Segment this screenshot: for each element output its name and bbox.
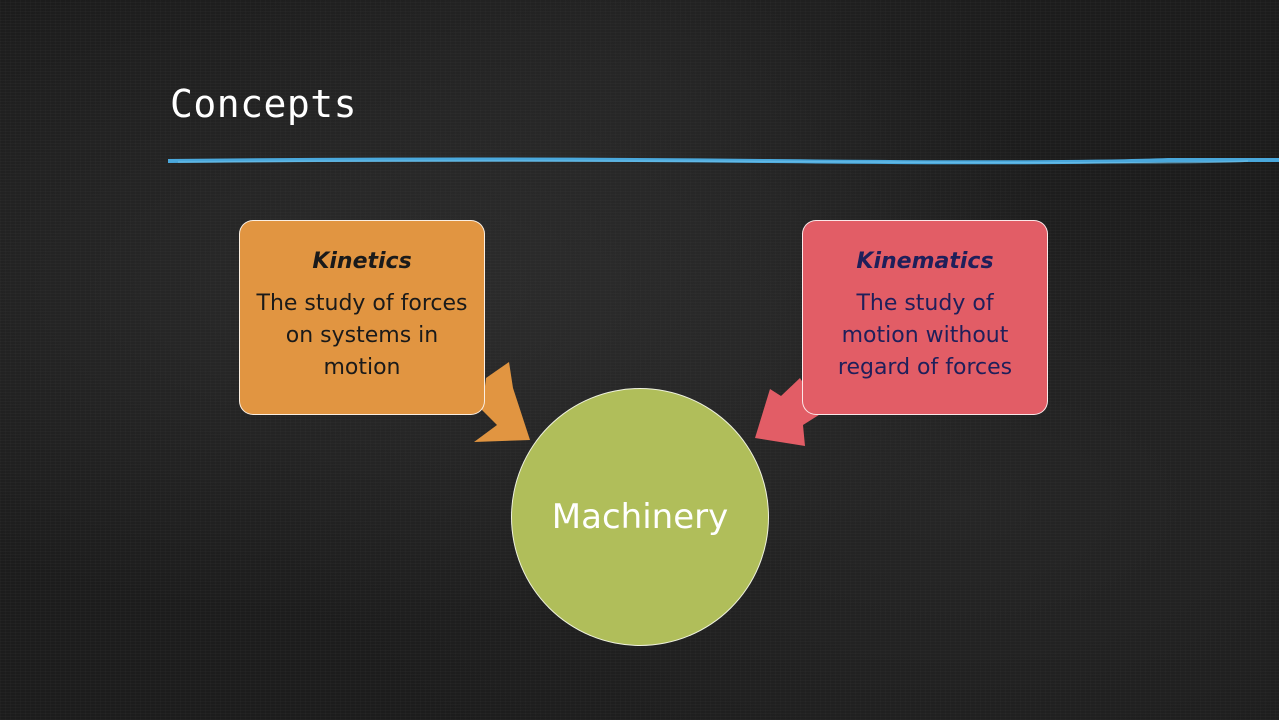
kinetics-description: The study of forces on systems in motion bbox=[256, 291, 468, 380]
title-underline bbox=[168, 157, 1279, 165]
kinetics-title: Kinetics bbox=[312, 249, 412, 274]
machinery-label: Machinery bbox=[551, 497, 729, 537]
arrow-kinetics-to-machinery bbox=[474, 362, 530, 442]
kinematics-title: Kinematics bbox=[856, 249, 994, 274]
kinematics-description: The study of motion without regard of fo… bbox=[837, 291, 1013, 380]
machinery-circle: Machinery bbox=[511, 388, 769, 646]
slide-title: Concepts bbox=[170, 82, 358, 126]
kinematics-box: Kinematics The study of motion without r… bbox=[802, 220, 1048, 415]
kinetics-box: Kinetics The study of forces on systems … bbox=[239, 220, 485, 415]
